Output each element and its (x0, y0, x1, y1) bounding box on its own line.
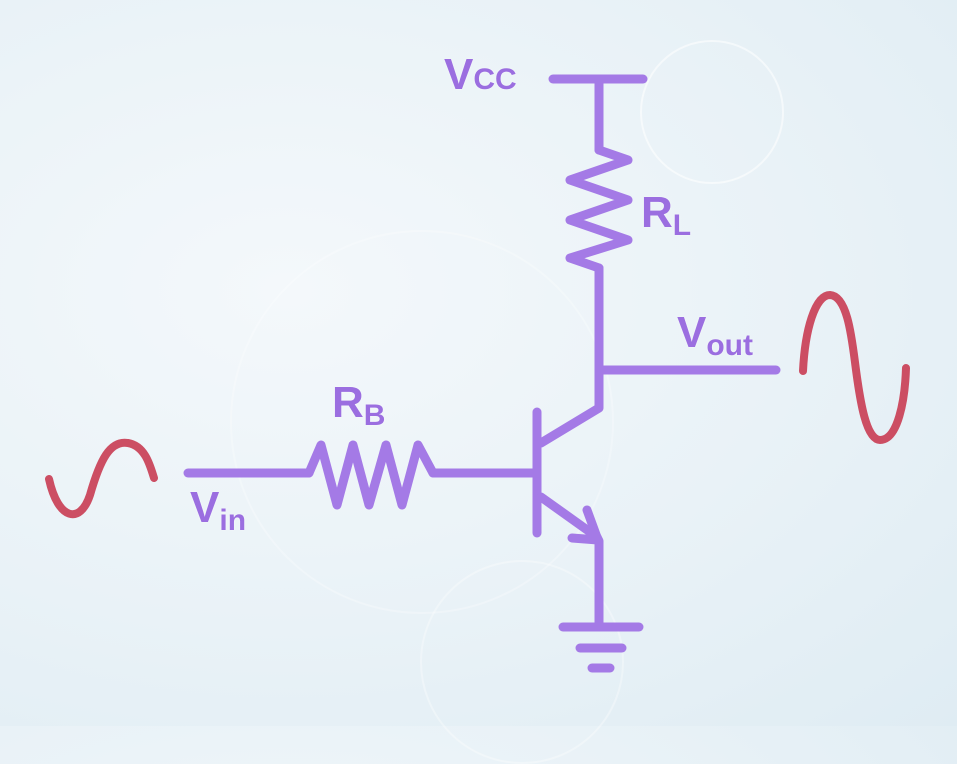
collector-wire (536, 263, 604, 448)
input-sine-wave (45, 438, 158, 519)
rl-label: RL (641, 188, 692, 242)
vout-label: Vout (677, 308, 753, 362)
emitter-arrow (567, 505, 603, 545)
background-decoration (230, 230, 614, 614)
base-resistor (304, 440, 438, 510)
circuit-diagram (45, 74, 910, 673)
rb-label: RB (332, 378, 386, 432)
load-resistor (565, 145, 633, 273)
vcc-label: VCC (444, 50, 517, 99)
background-decoration (640, 40, 784, 184)
vin-label: Vin (190, 483, 247, 537)
output-sine-wave (799, 290, 910, 445)
